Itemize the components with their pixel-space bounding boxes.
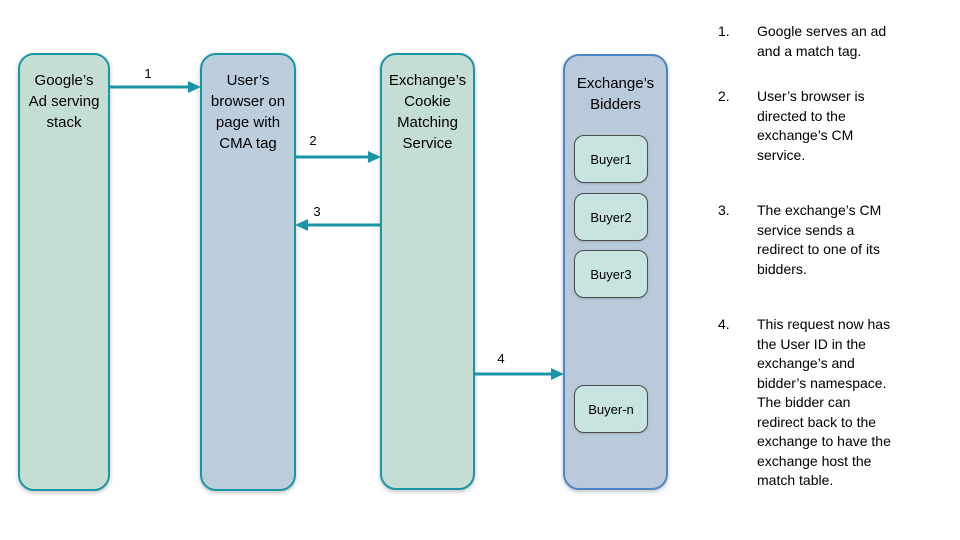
step-1: 1. Google serves an ad and a match tag. [718, 22, 937, 61]
step-2-text: User’s browser is directed to the exchan… [757, 88, 865, 163]
buyer-n-label: Buyer-n [588, 401, 634, 417]
step-3-number: 3. [718, 202, 730, 218]
node-browser-label: User’s browser on page with CMA tag [210, 72, 286, 152]
step-1-text: Google serves an ad and a match tag. [757, 23, 887, 59]
arrow-4-label: 4 [497, 351, 505, 366]
node-bidders-label: Exchange’s Bidders [576, 75, 655, 113]
node-cms-label: Exchange’s Cookie Matching Service [388, 72, 467, 152]
step-4-number: 4. [718, 316, 730, 332]
buyer1-label: Buyer1 [590, 151, 632, 167]
buyer2-box: Buyer2 [574, 193, 648, 241]
buyer3-label: Buyer3 [590, 266, 632, 282]
step-3: 3. The exchange’s CM service sends a red… [718, 201, 937, 279]
node-google-label: Google’s Ad serving stack [28, 72, 100, 131]
step-2-number: 2. [718, 88, 730, 104]
step-3-text: The exchange’s CM service sends a redire… [757, 202, 882, 277]
step-4-text: This request now has the User ID in the … [757, 316, 891, 488]
buyer-n-box: Buyer-n [574, 385, 648, 433]
arrow-3-label: 3 [313, 204, 321, 219]
arrow-3-head [295, 219, 308, 231]
buyer2-label: Buyer2 [590, 209, 632, 225]
arrow-2-label: 2 [309, 133, 317, 148]
arrow-1-label: 1 [144, 66, 152, 81]
node-cookie-matching-service: Exchange’s Cookie Matching Service [380, 53, 475, 490]
buyer1-box: Buyer1 [574, 135, 648, 183]
step-2: 2. User’s browser is directed to the exc… [718, 87, 937, 165]
step-1-number: 1. [718, 23, 730, 39]
node-exchange-bidders: Exchange’s Bidders Buyer1 Buyer2 Buyer3 … [563, 54, 668, 490]
node-google-ad-serving-stack: Google’s Ad serving stack [18, 53, 110, 491]
step-4: 4. This request now has the User ID in t… [718, 315, 937, 491]
node-users-browser: User’s browser on page with CMA tag [200, 53, 296, 491]
buyer3-box: Buyer3 [574, 250, 648, 298]
